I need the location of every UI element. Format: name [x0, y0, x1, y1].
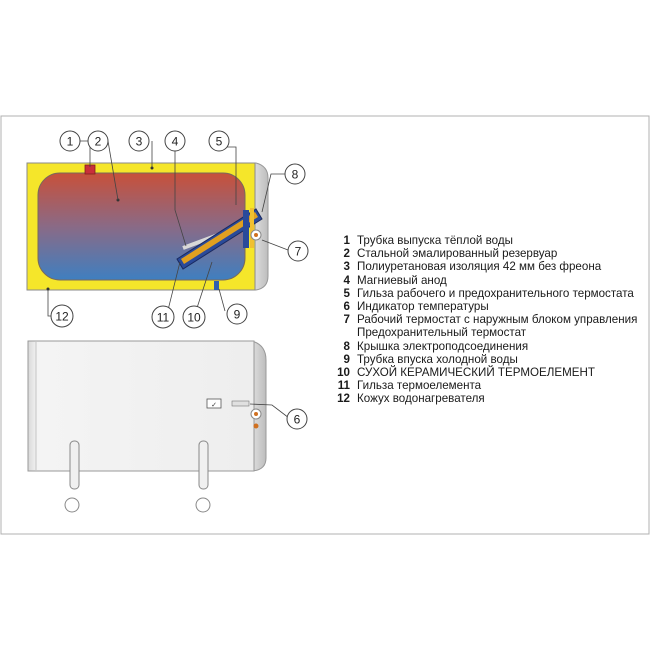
svg-text:✓: ✓: [211, 402, 217, 409]
svg-text:7: 7: [295, 245, 302, 259]
callout-8: 8: [284, 163, 306, 185]
callout-10: 10: [182, 305, 206, 329]
svg-text:6: 6: [294, 413, 301, 427]
callout-6: 6: [286, 408, 308, 430]
heater-section-view: [26, 162, 269, 291]
callout-7: 7: [287, 240, 309, 262]
heating-element-assembly: [176, 208, 263, 270]
svg-text:10: 10: [187, 311, 201, 325]
pipe-left: [69, 440, 80, 490]
svg-text:3: 3: [136, 135, 143, 149]
temperature-indicator: ✓: [206, 398, 262, 429]
heater-exterior-view: ✓: [27, 340, 267, 513]
callout-1: 1: [59, 130, 81, 152]
outer-frame: [0, 115, 650, 535]
pipe-left-opening: [64, 497, 80, 513]
callout-11: 11: [151, 305, 175, 329]
callout-4: 4: [164, 130, 186, 152]
steel-tank: [37, 172, 246, 281]
pipe-right: [198, 440, 209, 490]
svg-text:12: 12: [55, 310, 69, 324]
svg-text:11: 11: [157, 311, 170, 325]
callout-9: 9: [226, 303, 248, 325]
svg-text:4: 4: [172, 135, 179, 149]
legend-item-continuation: Предохранительный термостат: [357, 326, 527, 340]
svg-text:5: 5: [216, 135, 223, 149]
callout-5: 5: [208, 130, 230, 152]
svg-text:2: 2: [95, 135, 102, 149]
svg-text:8: 8: [292, 168, 299, 182]
callout-12: 12: [50, 304, 74, 328]
svg-text:1: 1: [67, 135, 74, 149]
callout-3: 3: [128, 130, 150, 152]
pipe-right-opening: [195, 497, 211, 513]
svg-text:9: 9: [234, 308, 241, 322]
cold-water-inlet-pipe: [214, 281, 219, 290]
callout-2: 2: [87, 130, 109, 152]
